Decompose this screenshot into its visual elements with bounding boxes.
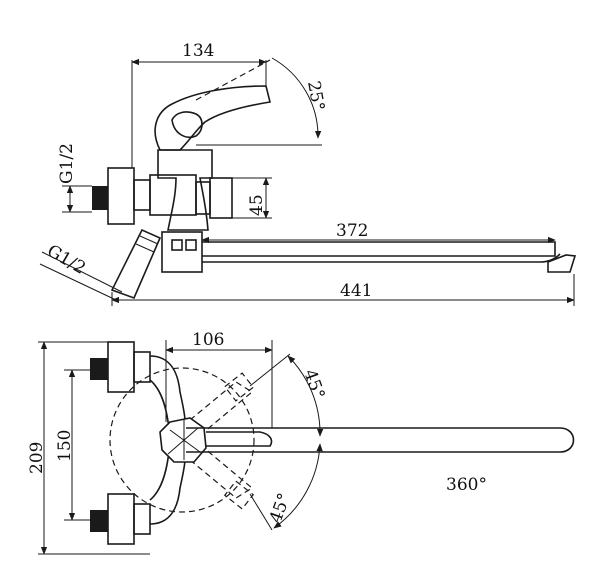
spout-top xyxy=(186,427,575,453)
dimension-45: 45 xyxy=(232,177,272,219)
dim-372-label: 372 xyxy=(336,221,368,241)
dimension-441: 441 xyxy=(111,274,575,306)
dimension-angle-25: 25° xyxy=(196,57,328,146)
dim-45-lower-label: 45° xyxy=(266,491,295,526)
dim-360-label: 360° xyxy=(446,475,487,495)
lever-top xyxy=(206,431,273,447)
wall-fitting-top xyxy=(92,167,151,225)
lever-handle xyxy=(154,59,271,151)
cartridge-hexagon xyxy=(159,417,207,463)
dim-441-label: 441 xyxy=(340,281,372,301)
dim-106-label: 106 xyxy=(192,330,224,350)
bottom-eccentric xyxy=(90,493,151,545)
dimension-g12-bottom: G1/2 xyxy=(39,241,123,301)
dimension-angle-lower-45: 45° xyxy=(249,443,323,531)
top-view: 106 45° 45° 209 150 360° xyxy=(27,330,575,555)
dim-45-label: 45 xyxy=(247,194,267,216)
lever-positions xyxy=(189,372,255,510)
side-view: 134 25° G1/2 45 372 xyxy=(39,41,577,306)
dim-g12-top-label: G1/2 xyxy=(57,143,77,184)
dim-45-upper-label: 45° xyxy=(299,367,328,402)
dim-209-label: 209 xyxy=(27,442,47,474)
dimension-372: 372 xyxy=(201,221,556,244)
dimension-150: 150 xyxy=(55,369,90,521)
dimension-134: 134 xyxy=(131,41,267,168)
angled-inlet-pipe xyxy=(110,228,162,300)
dim-134-label: 134 xyxy=(182,41,214,61)
dimension-angle-upper-45: 45° xyxy=(249,353,328,437)
dim-25-label: 25° xyxy=(303,79,328,112)
dimension-209: 209 xyxy=(27,341,150,555)
dimension-g12-top: G1/2 xyxy=(57,143,92,213)
spout xyxy=(161,231,577,273)
top-eccentric xyxy=(90,341,151,393)
dim-150-label: 150 xyxy=(55,430,75,462)
dimension-106: 106 xyxy=(165,330,273,428)
dim-g12-bottom-label: G1/2 xyxy=(44,241,89,279)
cartridge-body xyxy=(149,149,233,231)
